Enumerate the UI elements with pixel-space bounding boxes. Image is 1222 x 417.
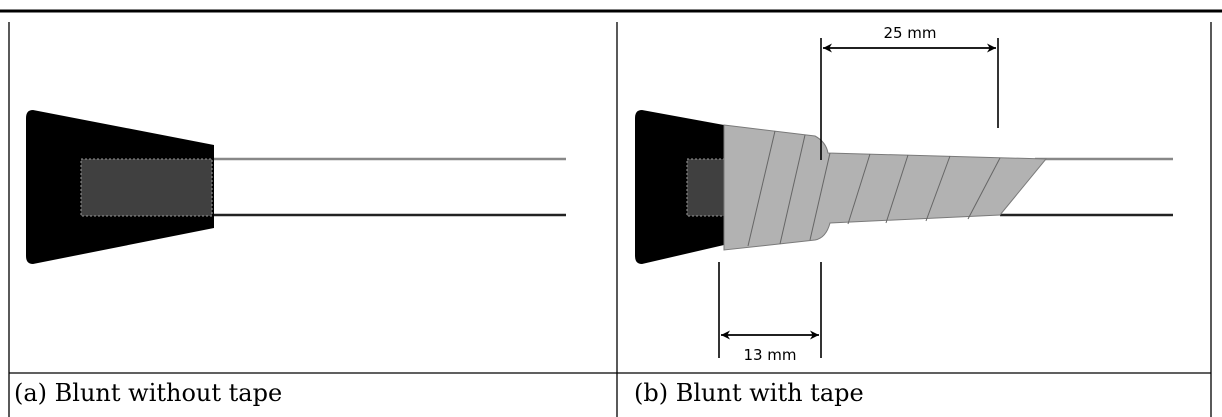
dimension-label: 13 mm [743, 346, 796, 364]
table-rules [0, 9, 1222, 417]
caption-a: (a) Blunt without tape [14, 379, 283, 407]
dimension-label: 25 mm [883, 24, 936, 42]
dimension-13mm: 13 mm [718, 262, 822, 364]
caption-b: (b) Blunt with tape [634, 379, 864, 407]
ferrule [80, 158, 213, 217]
dimension-25mm: 25 mm [820, 24, 999, 160]
tape-seams [747, 130, 1001, 247]
panel-a-illustration [26, 110, 566, 264]
handle [635, 110, 724, 264]
panel-b-illustration: 25 mm 13 mm [635, 24, 1173, 364]
ferrule [686, 158, 725, 217]
